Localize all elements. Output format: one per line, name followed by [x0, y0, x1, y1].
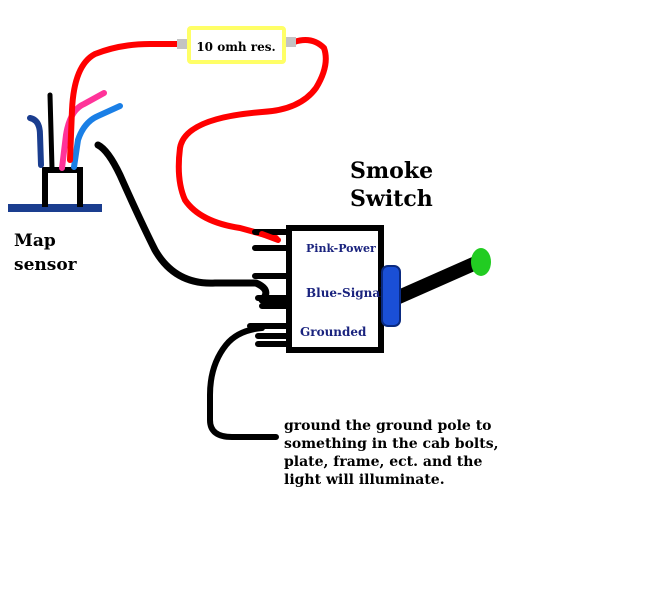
dark-blue-wire: [27, 115, 44, 168]
power-terminal-tip: [259, 231, 281, 243]
note-line-3: plate, frame, ect. and the: [284, 454, 482, 470]
sensor-label-line2: sensor: [14, 255, 78, 275]
ground-wire: [207, 325, 279, 440]
led-green: [471, 248, 491, 276]
note-line-4: light will illuminate.: [284, 472, 445, 488]
note-line-2: something in the cab bolts,: [284, 436, 498, 452]
map-sensor: [8, 167, 102, 212]
terminal-label-ground: Grounded: [300, 325, 367, 339]
black-signal-wire: [94, 141, 309, 304]
resistor: 10 omh res.: [177, 26, 296, 64]
blue-signal-wire-upper: [71, 103, 123, 170]
switch-terminal-stubs: [247, 229, 295, 347]
red-power-wire: [67, 37, 329, 241]
map-sensor-base: [8, 204, 102, 212]
switch-body: [286, 225, 384, 353]
toggle-and-led: [381, 248, 491, 327]
resistor-lead-left: [177, 39, 189, 49]
sensor-stub-wire: [47, 92, 55, 171]
resistor-body: [187, 26, 286, 64]
resistor-label: 10 omh res.: [196, 40, 275, 54]
note-line-1: ground the ground pole to: [284, 418, 492, 434]
sensor-label-line1: Map: [14, 231, 56, 251]
toggle-lever: [385, 255, 485, 307]
switch-title-line2: Switch: [350, 186, 433, 212]
switch-title-line1: Smoke: [350, 158, 433, 184]
map-sensor-body: [42, 167, 83, 207]
terminal-label-signal: Blue-Signal: [306, 286, 385, 300]
resistor-lead-right: [284, 37, 296, 47]
terminal-label-power: Pink-Power: [306, 242, 376, 255]
toggle-mount: [381, 265, 401, 327]
